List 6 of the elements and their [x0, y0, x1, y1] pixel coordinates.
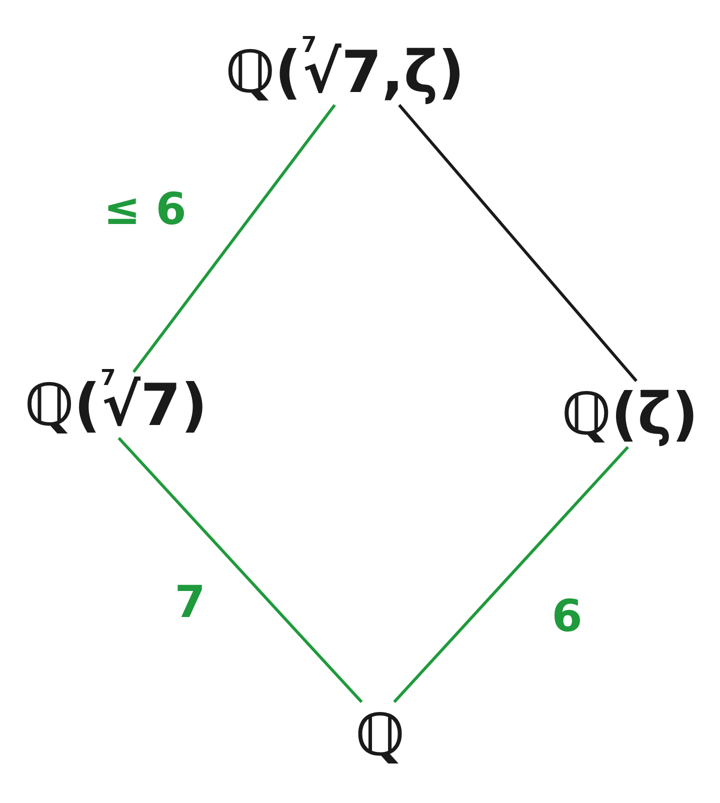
math-expression: ℚ(ζ)	[556, 381, 704, 447]
connector-line	[398, 104, 638, 382]
math-expression: ℚ	[349, 702, 411, 768]
connector-line	[393, 446, 630, 704]
connector-line	[118, 436, 363, 704]
connector-line	[132, 104, 336, 373]
